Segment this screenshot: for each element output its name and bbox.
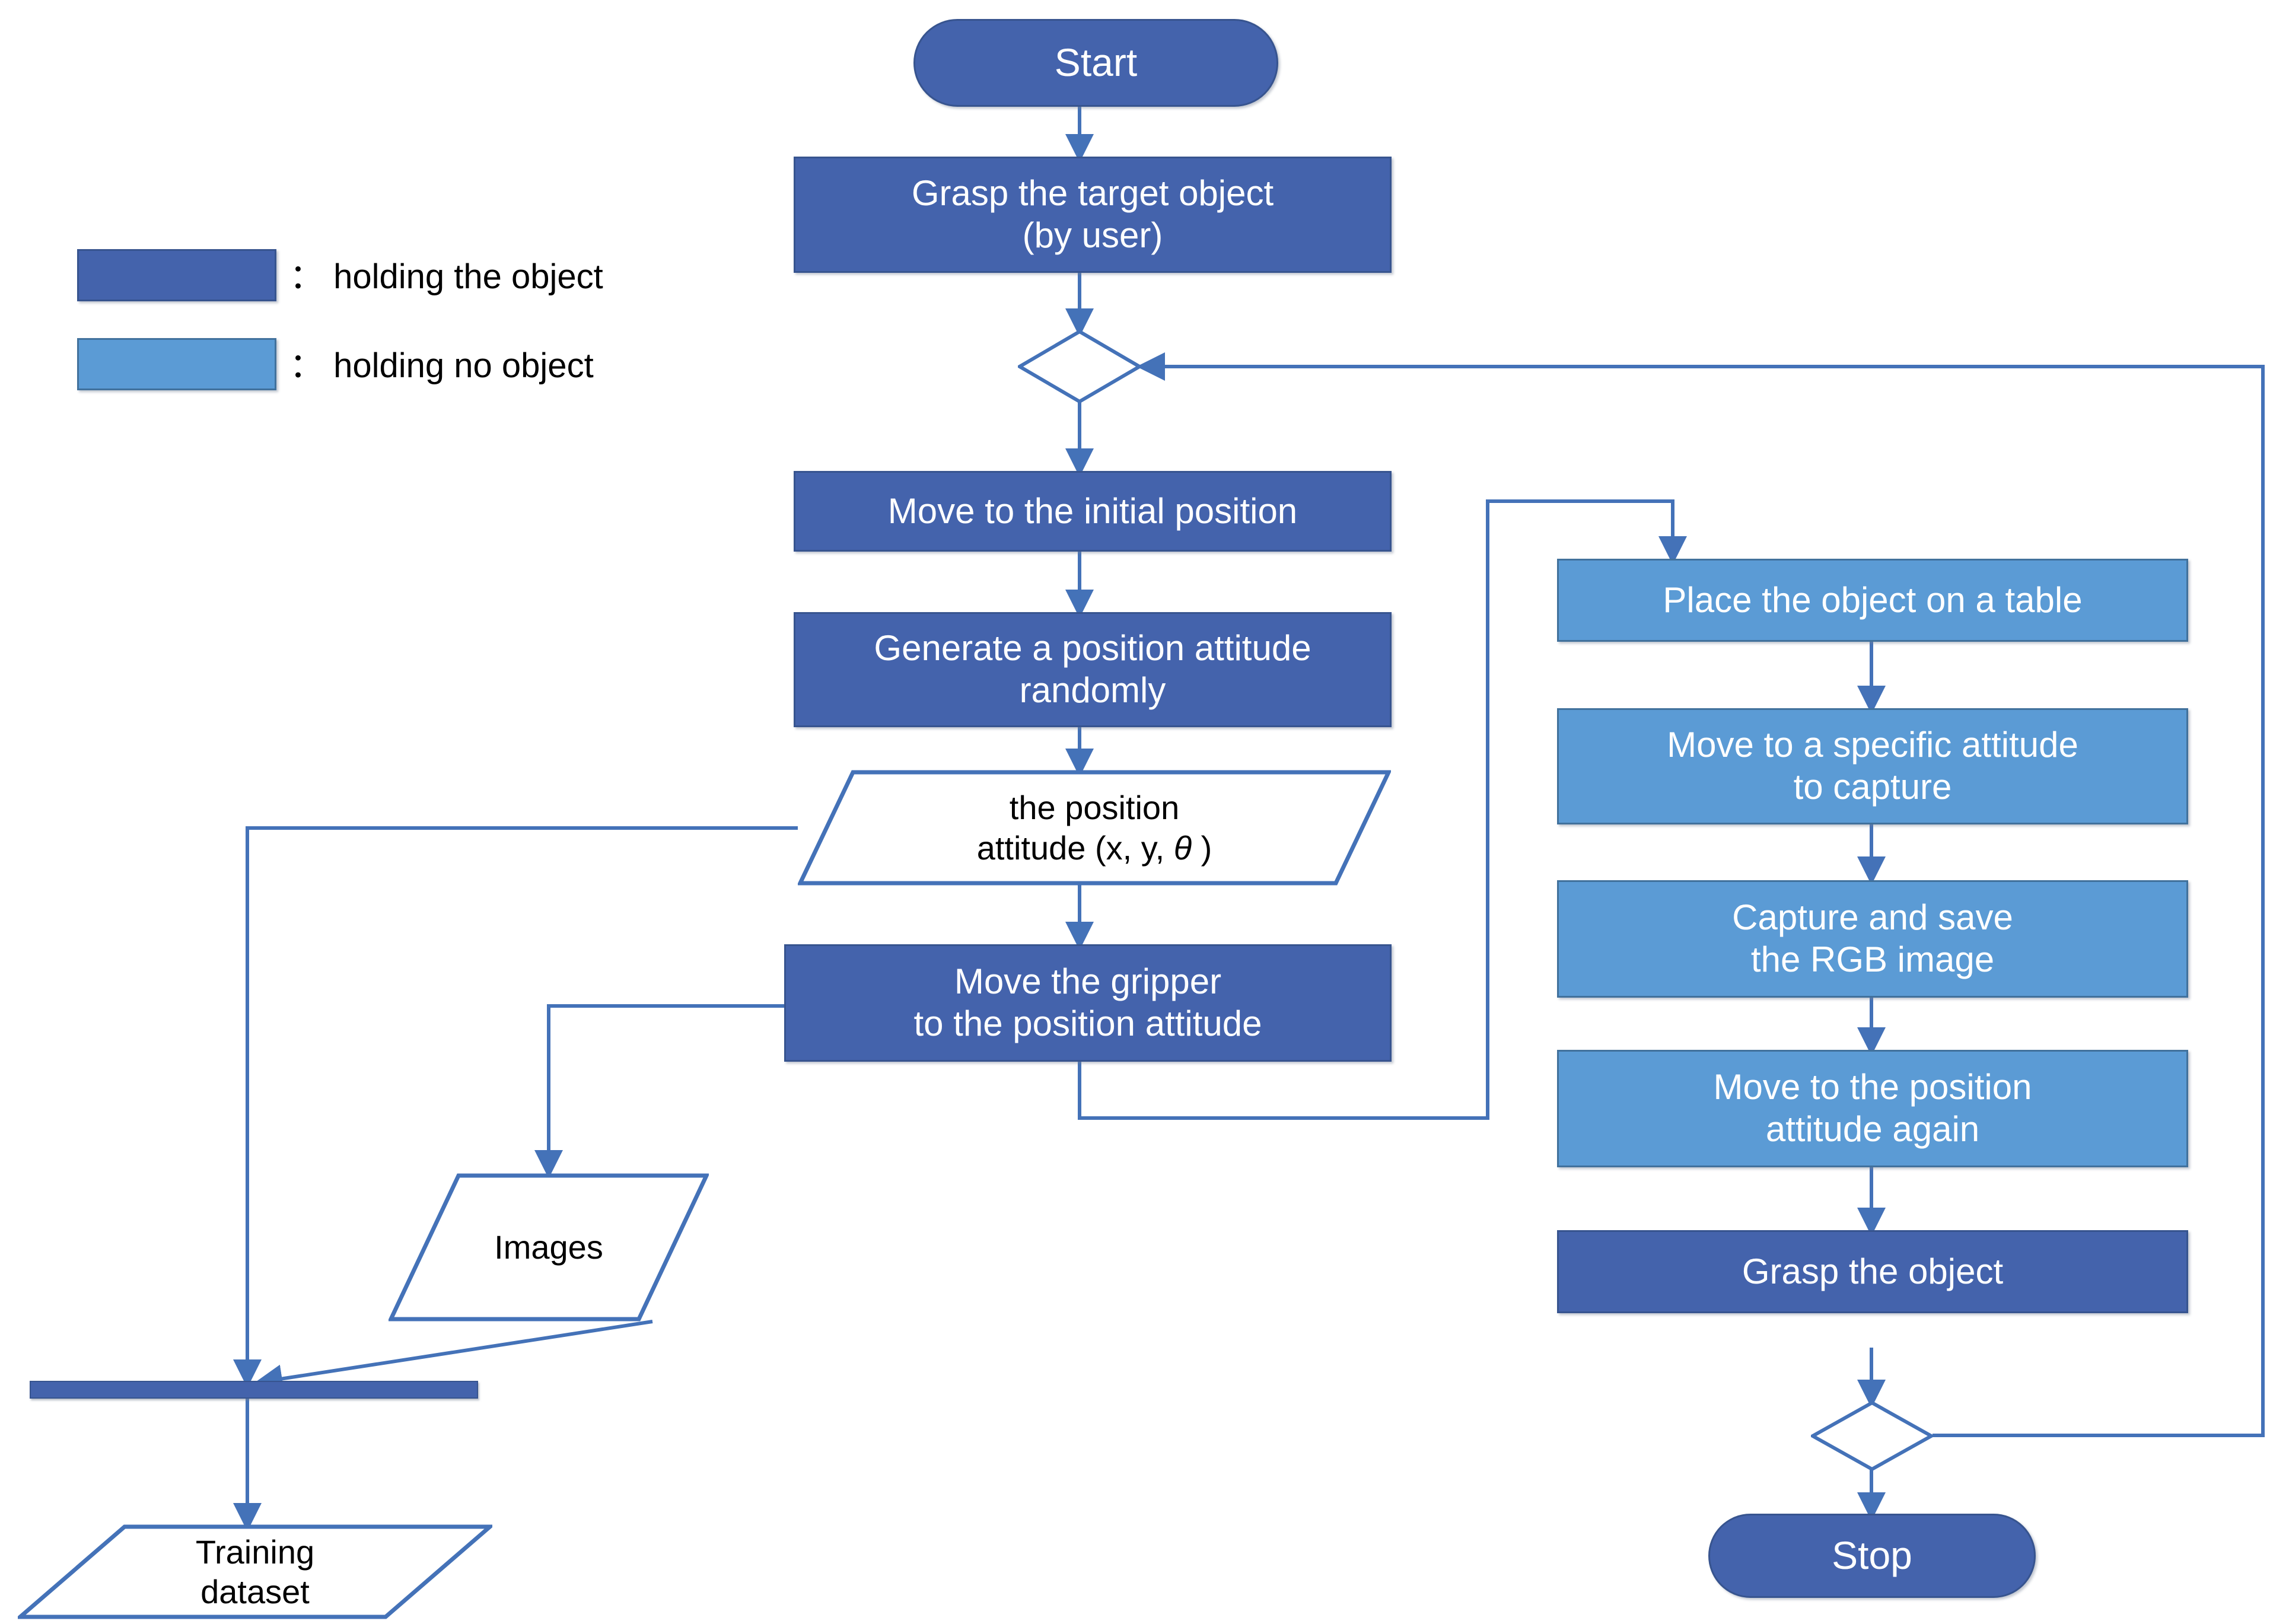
node-generate-position-attitude-randomly[interactable]: Generate a position attitude randomly — [794, 612, 1392, 727]
node-move-to-initial-position[interactable]: Move to the initial position — [794, 471, 1392, 552]
node-start[interactable]: Start — [913, 19, 1278, 107]
node-grasp-target-object[interactable]: Grasp the target object (by user) — [794, 157, 1392, 273]
images-label: Images — [494, 1228, 603, 1266]
theta-symbol: θ — [1173, 829, 1192, 867]
position-attitude-line2: attitude (x, y, θ ) — [977, 828, 1212, 868]
legend-swatch-holding-object — [77, 249, 276, 301]
node-move-to-position-attitude-again[interactable]: Move to the position attitude again — [1557, 1050, 2188, 1167]
edge-images-to-merge-bar — [254, 1320, 653, 1393]
node-stop[interactable]: Stop — [1708, 1514, 2036, 1598]
position-attitude-line2-post: ) — [1192, 829, 1212, 867]
node-decision-bottom[interactable] — [1811, 1401, 1933, 1471]
node-grasp-the-object[interactable]: Grasp the object — [1557, 1230, 2188, 1313]
legend-label-holding-no-object: ： holding no object — [289, 346, 594, 385]
legend-swatch-holding-no-object — [77, 338, 276, 390]
training-dataset-label: Training dataset — [195, 1533, 315, 1610]
node-move-gripper-to-position-attitude[interactable]: Move the gripper to the position attitud… — [784, 944, 1392, 1062]
position-attitude-label: the position attitude (x, y, θ ) — [798, 770, 1391, 886]
node-decision-top[interactable] — [1018, 330, 1141, 403]
node-capture-and-save-rgb-image[interactable]: Capture and save the RGB image — [1557, 880, 2188, 998]
node-place-object-on-table[interactable]: Place the object on a table — [1557, 559, 2188, 642]
node-position-attitude-data[interactable]: the position attitude (x, y, θ ) — [798, 770, 1391, 886]
edge-move-gripper-to-images — [534, 1004, 784, 1179]
legend-label-holding-object: ： holding the object — [289, 257, 603, 296]
node-training-dataset[interactable]: Training dataset — [18, 1524, 492, 1619]
node-images-data[interactable]: Images — [389, 1173, 709, 1322]
node-move-to-specific-attitude-to-capture[interactable]: Move to a specific attitude to capture — [1557, 708, 2188, 824]
position-attitude-line1: the position — [1009, 789, 1180, 827]
position-attitude-line2-pre: attitude (x, y, — [976, 829, 1174, 867]
node-merge-bar — [30, 1381, 478, 1399]
